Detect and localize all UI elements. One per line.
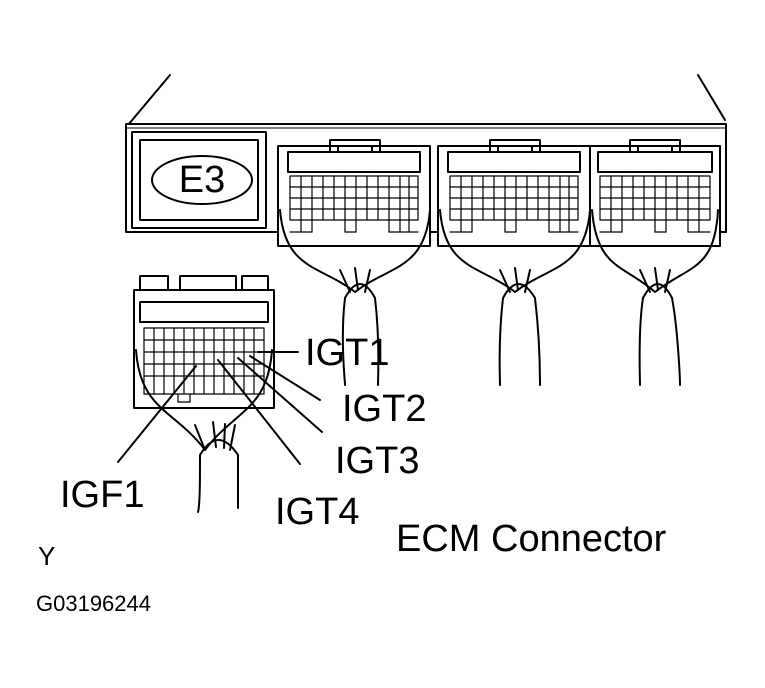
ecu-id-label: E3 xyxy=(178,158,226,201)
ecm-mating-connector xyxy=(134,276,274,512)
igt3-leader xyxy=(238,358,322,432)
igf1-leader xyxy=(118,366,196,462)
diagram-caption: ECM Connector xyxy=(396,518,667,560)
igt4-leader xyxy=(218,360,300,464)
ecu-header-connector-1 xyxy=(278,140,430,385)
e3-badge-oval xyxy=(152,156,252,204)
pin-leader-lines xyxy=(118,352,322,464)
figure-code: G03196244 xyxy=(36,591,151,616)
pin-label-igt3: IGT3 xyxy=(335,440,420,482)
ecu-header-connector-2 xyxy=(438,140,590,385)
igt2-leader xyxy=(250,356,320,400)
corner-mark: Y xyxy=(38,541,56,571)
pin-label-igf1: IGF1 xyxy=(60,474,145,516)
pin-label-igt1: IGT1 xyxy=(305,332,390,374)
ecu-header-connector-3 xyxy=(590,140,720,385)
pin-label-igt4: IGT4 xyxy=(275,491,360,533)
pin-label-igt2: IGT2 xyxy=(342,388,427,430)
